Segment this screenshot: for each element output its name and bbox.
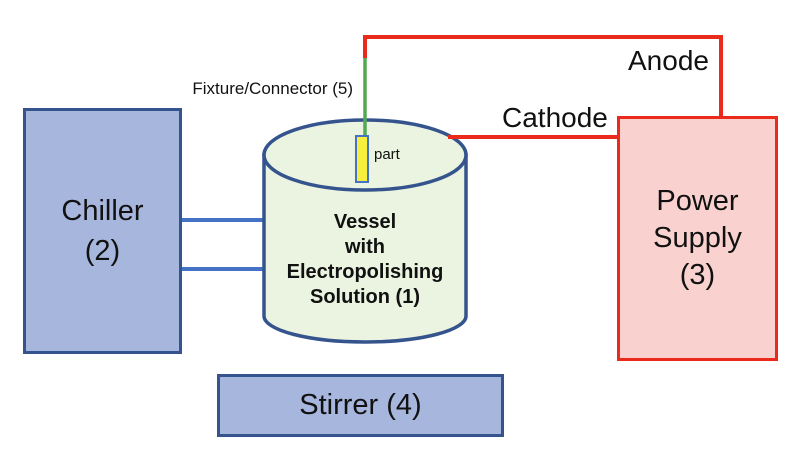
chiller-box: Chiller (2) [23,108,182,354]
stirrer-label: Stirrer (4) [299,389,422,421]
vessel-label-line1: Vessel [333,211,397,233]
power-supply-label-line3: (3) [679,259,716,291]
part-label: part [374,146,400,163]
power-supply-label-line2: Supply [653,222,742,254]
anode-label: Anode [628,45,709,76]
vessel-label: Vessel with Electropolishing Solution (1… [270,210,460,310]
vessel-label-line3: Electropolishing [286,261,444,283]
fixture-connector-label: Fixture/Connector (5) [192,79,353,98]
stirrer-box: Stirrer (4) [217,374,504,437]
chiller-label-line1: Chiller [61,195,144,227]
vessel-cylinder-body [262,153,468,344]
vessel-label-line4: Solution (1) [310,286,420,308]
anode-wire [363,35,723,118]
vessel-label-line2: with [345,236,385,258]
part-rect [355,135,369,183]
power-supply-label-line1: Power [656,185,739,217]
cathode-label: Cathode [502,102,608,133]
chiller-coolant-lines [179,218,266,271]
chiller-label-line2: (2) [84,235,121,267]
power-supply-box: Power Supply (3) [617,116,778,361]
